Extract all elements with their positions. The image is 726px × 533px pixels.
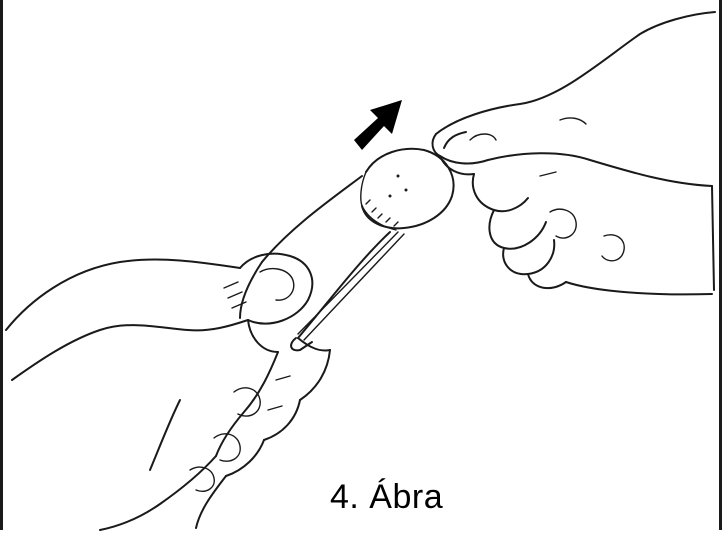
device-cap bbox=[361, 149, 454, 230]
right-hand bbox=[433, 12, 715, 294]
direction-arrow-icon bbox=[354, 100, 402, 150]
figure-caption: 4. Ábra bbox=[330, 478, 443, 517]
left-hand bbox=[6, 254, 330, 530]
